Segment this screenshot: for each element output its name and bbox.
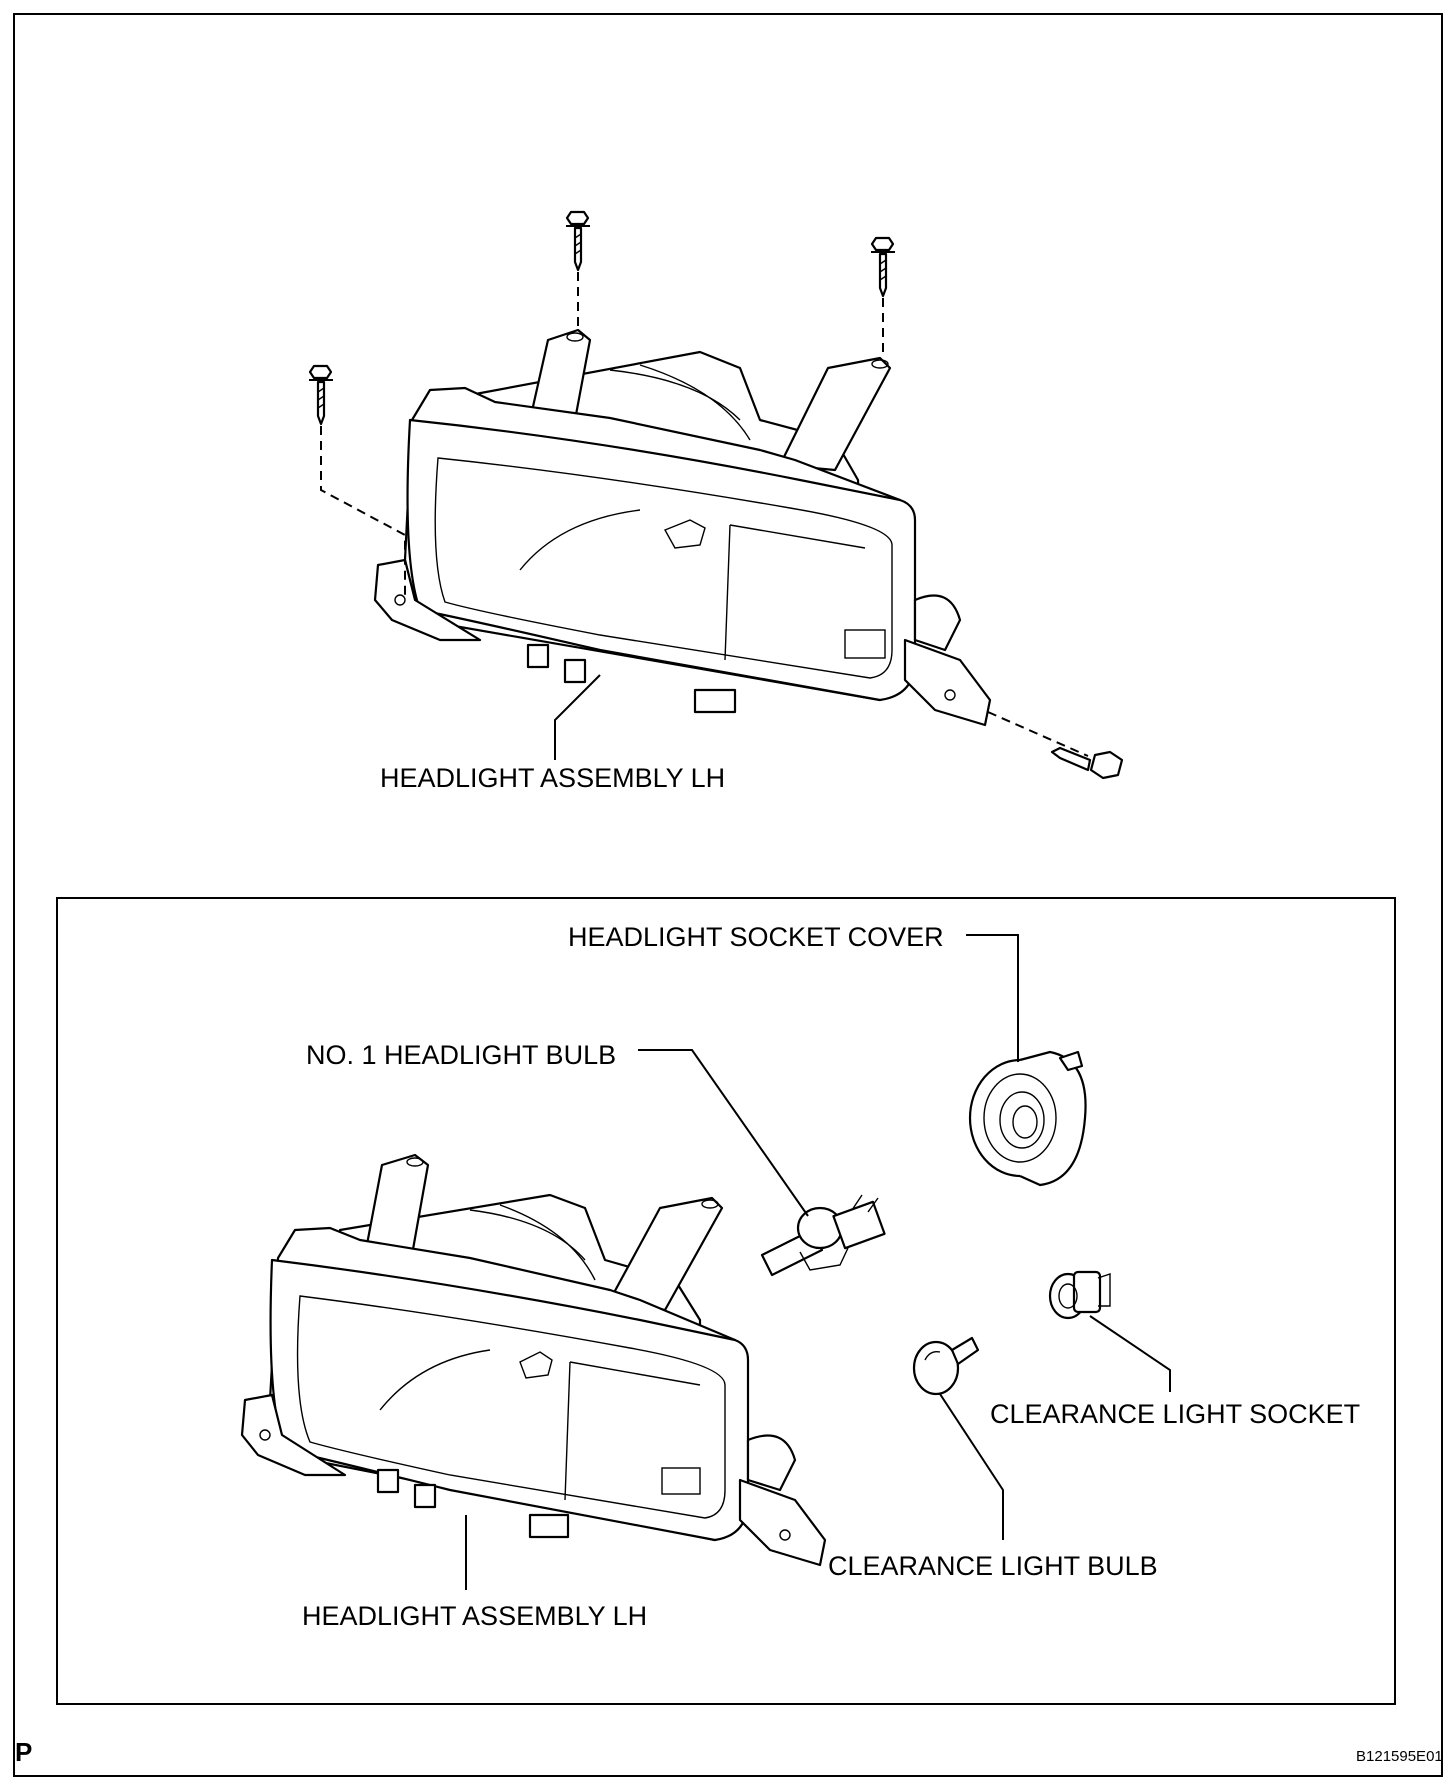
lower-view-frame bbox=[56, 897, 1396, 1705]
outer-frame bbox=[13, 13, 1443, 1777]
socket-cover-label: HEADLIGHT SOCKET COVER bbox=[568, 922, 944, 952]
headlight-bulb-label: NO. 1 HEADLIGHT BULB bbox=[306, 1040, 616, 1070]
clearance-bulb-leader bbox=[939, 1393, 1004, 1540]
upper-bolt-left bbox=[308, 364, 333, 426]
upper-headlight-assembly bbox=[373, 328, 992, 727]
upper-bolt-lower-right bbox=[1050, 746, 1124, 780]
figure-code: B121595E01 bbox=[1356, 1748, 1443, 1765]
lower-headlight-assembly bbox=[240, 1153, 827, 1567]
upper-bolt-top-center bbox=[565, 210, 590, 272]
clearance-light-bulb bbox=[912, 1336, 980, 1396]
clearance-socket-label: CLEARANCE LIGHT SOCKET bbox=[990, 1399, 1360, 1429]
corner-letter: P bbox=[15, 1737, 32, 1767]
headlight-bulb-leader bbox=[638, 1049, 809, 1217]
upper-bolt-lower-right-path bbox=[987, 711, 1089, 757]
upper-assembly-leader bbox=[554, 674, 601, 760]
socket-cover-leader bbox=[966, 934, 1019, 1062]
clearance-bulb-label: CLEARANCE LIGHT BULB bbox=[828, 1551, 1158, 1581]
headlight-socket-cover bbox=[968, 1050, 1087, 1187]
clearance-light-socket bbox=[1048, 1270, 1111, 1320]
upper-bolt-left-path bbox=[320, 426, 406, 595]
upper-bolt-top-right bbox=[870, 236, 895, 298]
clearance-socket-leader bbox=[1089, 1315, 1171, 1392]
upper-assembly-label: HEADLIGHT ASSEMBLY LH bbox=[380, 763, 725, 793]
no1-headlight-bulb bbox=[760, 1194, 886, 1277]
lower-assembly-label: HEADLIGHT ASSEMBLY LH bbox=[302, 1601, 647, 1631]
